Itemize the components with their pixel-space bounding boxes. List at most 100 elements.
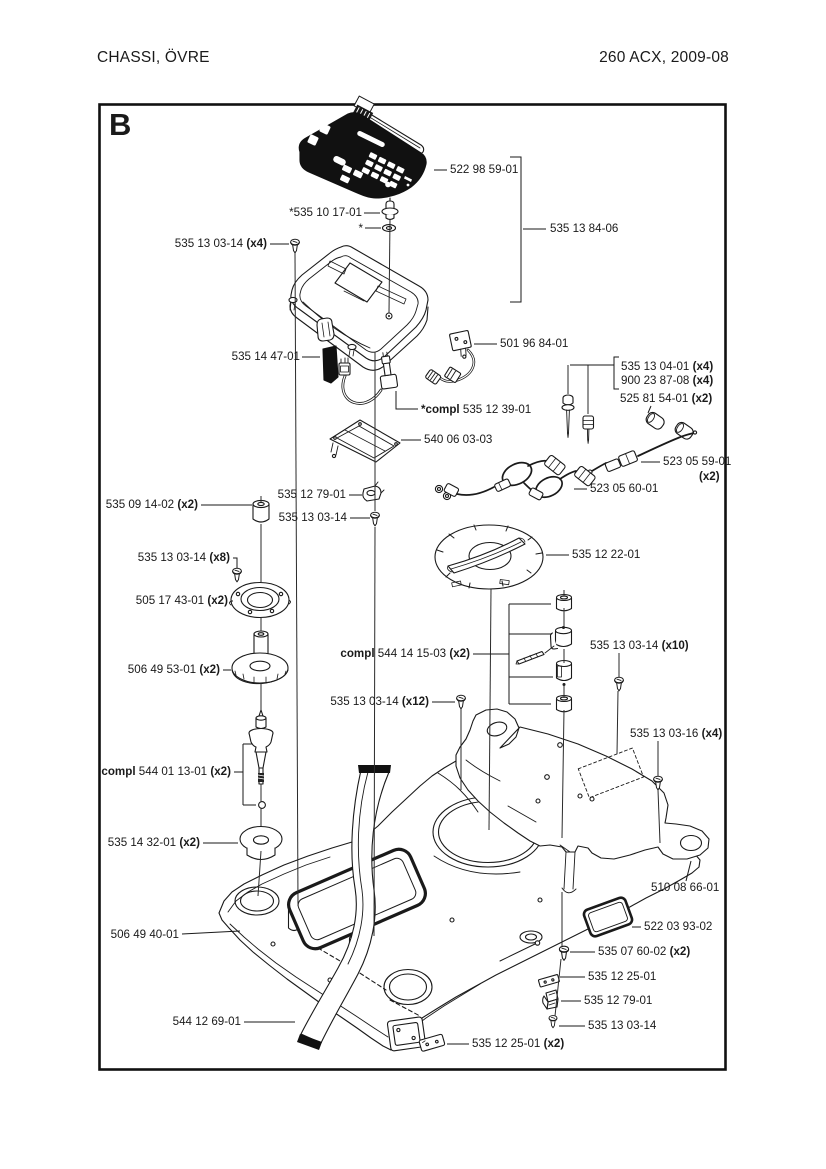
callout-523-05-59-01: 523 05 59-01 [663, 456, 731, 468]
part-code: 900 23 87-08 [621, 374, 690, 388]
part-code: *535 10 17-01 [289, 206, 362, 220]
part-code: 525 81 54-01 [620, 392, 689, 406]
part-rubber-cap-1 [645, 411, 665, 430]
callout-540-06-03-03: 540 06 03-03 [424, 434, 492, 446]
diagram-border [98, 103, 727, 1071]
callout-522-03-93-02: 522 03 93-02 [644, 921, 712, 933]
callout-506-49-53-01-x2: 506 49 53-01 (x2) [128, 664, 220, 676]
callout-535-13-03-16-x4: 535 13 03-16 (x4) [630, 728, 722, 740]
part-code: 535 13 03-14 [174, 237, 244, 251]
part-code: 544 01 13-01 [138, 765, 208, 779]
callout-900-23-87-08-x4: 900 23 87-08 (x4) [621, 375, 713, 387]
callout-535-13-03-14-lower: 535 13 03-14 [588, 1020, 656, 1032]
part-code: 535 12 79-01 [584, 994, 653, 1008]
part-screw-single-upper [370, 511, 380, 527]
part-qty: (x2) [699, 470, 720, 484]
callout-535-14-47-01: 535 14 47-01 [232, 351, 300, 363]
part-code: 535 13 03-14 [330, 695, 399, 709]
model-revision: 260 ACX, 2009-08 [599, 49, 729, 66]
part-screw-x10 [614, 676, 624, 692]
part-prefix: *compl [421, 403, 460, 417]
part-keypad [298, 112, 427, 199]
part-cable-loop [434, 454, 596, 501]
callout-535-13-03-14-x8: 535 13 03-14 (x8) [138, 552, 230, 564]
part-code: 535 13 04-01 [621, 360, 690, 374]
callout-535-09-14-02-x2: 535 09 14-02 (x2) [106, 499, 198, 511]
callout-535-13-03-14-x12: 535 13 03-14 (x12) [330, 696, 429, 708]
callout-522-98-59-01: 522 98 59-01 [450, 164, 518, 176]
part-qty: (x4) [692, 360, 714, 374]
part-spindle [248, 709, 274, 789]
part-qty: (x2) [199, 663, 220, 677]
part-prefix: compl [340, 647, 375, 661]
part-code: 535 14 47-01 [231, 350, 300, 364]
part-screw-x12 [456, 694, 466, 710]
part-qty: (x4) [246, 237, 267, 251]
part-pcb-plate [329, 419, 401, 463]
callout-510-08-66-01: 510 08 66-01 [651, 882, 719, 894]
part-code: 544 12 69-01 [172, 1015, 241, 1029]
part-code: 506 49 40-01 [110, 928, 179, 942]
part-expander-sleeve [582, 415, 595, 444]
callout-525-81-54-01-x2: 525 81 54-01 (x2) [620, 393, 712, 405]
part-code: 535 12 79-01 [277, 488, 346, 502]
callout-535-13-03-14-upper: 535 13 03-14 [279, 512, 347, 524]
part-code: 535 13 03-14 [588, 1019, 657, 1033]
part-code: 544 14 15-03 [377, 647, 447, 661]
callout-535-14-32-01-x2: 535 14 32-01 (x2) [108, 837, 200, 849]
callout-535-12-25-01: 535 12 25-01 [588, 971, 656, 983]
part-kit-column [549, 593, 573, 713]
callout-535-13-04-01-x4: 535 13 04-01 (x4) [621, 361, 713, 373]
bracket-spindle-kit [242, 743, 256, 806]
callout-544-12-69-01: 544 12 69-01 [173, 1016, 241, 1028]
part-bracket-clip-lower [542, 989, 559, 1010]
part-bracket-clip-upper [362, 481, 385, 502]
callout-compl-544-14-15-03-x2: compl 544 14 15-03 (x2) [340, 648, 470, 660]
part-code: 535 12 25-01 [588, 970, 657, 984]
part-washer [381, 224, 397, 232]
callout-505-17-43-01-x2: 505 17 43-01 (x2) [136, 595, 228, 607]
callout-535-10-17-01: *535 10 17-01 [289, 207, 362, 219]
part-qty: (x2) [449, 647, 470, 661]
part-spacer-cylinder [252, 499, 270, 523]
part-qty: (x2) [177, 498, 198, 512]
part-code: 535 12 39-01 [462, 403, 532, 417]
callout-washer-star: * [358, 223, 363, 235]
callout-523-05-59-01-qty: (x2) [699, 471, 720, 483]
part-seal-plate [582, 896, 634, 938]
part-code: * [358, 222, 363, 236]
part-pulley [231, 630, 289, 685]
part-screw-0760 [558, 945, 570, 961]
part-rubber-strip [322, 345, 339, 384]
section-letter: B [109, 107, 132, 142]
page-title: CHASSI, ÖVRE [97, 49, 210, 66]
callout-523-05-60-01: 523 05 60-01 [590, 483, 658, 495]
part-pin [515, 645, 555, 665]
part-code: 506 49 53-01 [127, 663, 197, 677]
assembly-centerlines [257, 218, 661, 1017]
part-code: 535 12 25-01 [472, 1037, 541, 1051]
part-qty: (x2) [210, 765, 231, 779]
part-qty: (x10) [661, 639, 689, 653]
callout-535-12-22-01: 535 12 22-01 [572, 549, 640, 561]
callout-compl-535-12-39-01: *compl 535 12 39-01 [421, 404, 531, 416]
part-knob-disc [434, 524, 544, 590]
part-cover-housing [288, 245, 429, 371]
part-code: 540 06 03-03 [424, 433, 493, 447]
part-plug [381, 197, 399, 221]
part-plate-x2 [418, 1033, 446, 1052]
callout-535-12-79-01-lower: 535 12 79-01 [584, 995, 652, 1007]
part-code: 535 07 60-02 [598, 945, 667, 959]
part-code: 523 05 60-01 [590, 482, 659, 496]
part-qty: (x2) [691, 392, 713, 406]
part-screw-long [561, 394, 575, 438]
part-code: 522 03 93-02 [644, 920, 713, 934]
callout-535-07-60-02-x2: 535 07 60-02 (x2) [598, 946, 690, 958]
part-strip-plate [537, 974, 560, 988]
part-screw-x4 [290, 238, 300, 254]
part-flex-strap [297, 765, 391, 1050]
part-qty: (x2) [543, 1037, 565, 1051]
part-switch-cable [338, 351, 399, 405]
